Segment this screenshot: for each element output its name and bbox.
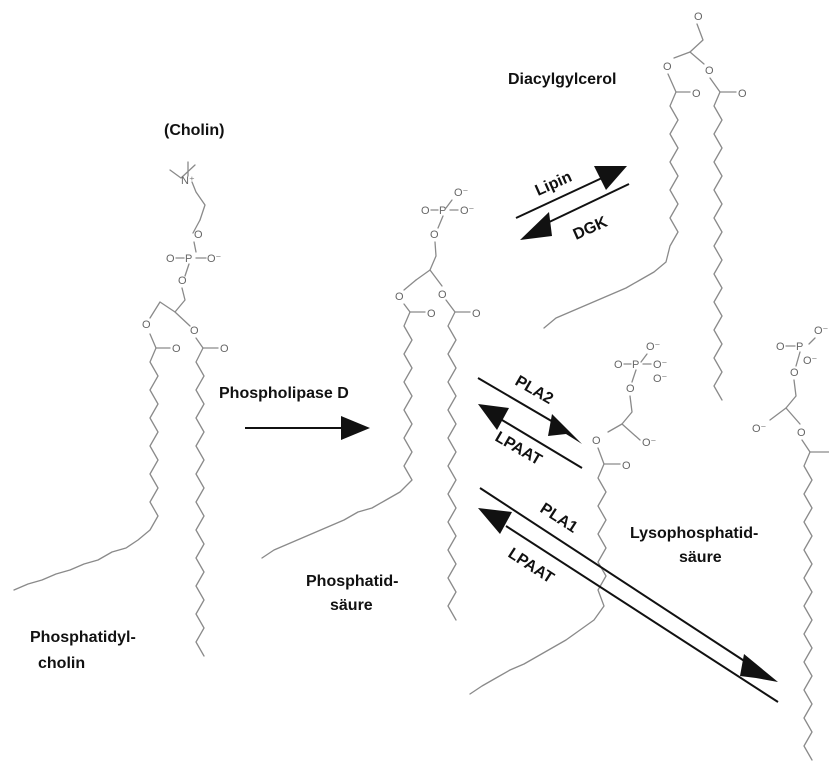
oxide-atom: O⁻	[653, 373, 668, 385]
oxygen-atom: O	[438, 289, 447, 301]
arrow-lpaat-lower	[478, 508, 779, 703]
lpaat-upper-label: LPAAT	[492, 429, 545, 469]
arrow-lpaat-upper	[478, 404, 583, 469]
phosphatidsaeure-structure: O⁻ O P O⁻ O O O O O	[261, 187, 481, 621]
oxygen-atom: O	[622, 460, 631, 472]
phosphorus-atom: P	[632, 359, 639, 371]
phosphatidylcholin-label-line1: Phosphatidyl-	[30, 629, 136, 646]
oxide-atom: O⁻	[814, 325, 829, 337]
diacylglycerol-structure: O O O O O	[543, 11, 747, 401]
phosphorus-atom: P	[439, 205, 446, 217]
oxygen-atom: O	[692, 88, 701, 100]
cholin-label: (Cholin)	[164, 122, 224, 139]
oxide-atom: O⁻	[803, 355, 818, 367]
oxygen-atom: O	[166, 253, 175, 265]
oxygen-atom: O	[172, 343, 181, 355]
oxygen-atom: O	[738, 88, 747, 100]
oxygen-atom: O	[178, 275, 187, 287]
phosphatidylcholin-label-line2: cholin	[38, 655, 85, 672]
lysophosphatid-right-structure: O⁻ O P O⁻ O O⁻ O	[752, 325, 829, 761]
arrow-pla2	[477, 377, 582, 444]
lipin-label: Lipin	[533, 169, 575, 200]
phosphatidylcholin-structure: N⁺ O P O O⁻ O O O O O	[13, 161, 229, 657]
arrow-phospholipase-d	[245, 416, 370, 440]
oxygen-atom: O	[614, 359, 623, 371]
oxide-atom: O⁻	[646, 341, 661, 353]
lysophosphatid-middle-structure: O⁻ O P O⁻ O⁻ O O⁻ O O	[469, 341, 668, 695]
oxide-atom: O⁻	[642, 437, 657, 449]
oxygen-atom: O	[776, 341, 785, 353]
phosphatidsaeure-label-line2: säure	[330, 597, 373, 614]
oxygen-atom: O	[592, 435, 601, 447]
lpaat-lower-label: LPAAT	[505, 545, 557, 587]
oxide-atom: O⁻	[752, 423, 767, 435]
oxygen-atom: O	[194, 229, 203, 241]
nitrogen-atom: N⁺	[181, 175, 195, 187]
oxygen-atom: O	[626, 383, 635, 395]
oxide-atom: O⁻	[454, 187, 469, 199]
arrow-lipin	[515, 166, 627, 219]
dgk-label: DGK	[571, 213, 611, 243]
phosphatidsaeure-label-line1: Phosphatid-	[306, 573, 398, 590]
oxygen-atom: O	[694, 11, 703, 23]
arrow-dgk	[520, 183, 630, 240]
diacylglycerol-label: Diacylgylcerol	[508, 71, 617, 88]
lysophosphatidsaeure-label-line1: Lysophosphatid-	[630, 525, 758, 542]
oxygen-atom: O	[395, 291, 404, 303]
phosphorus-atom: P	[185, 253, 192, 265]
oxygen-atom: O	[427, 308, 436, 320]
phospholipase-d-label: Phospholipase D	[219, 385, 349, 402]
oxygen-atom: O	[430, 229, 439, 241]
oxide-atom: O⁻	[460, 205, 475, 217]
oxygen-atom: O	[220, 343, 229, 355]
oxygen-atom: O	[663, 61, 672, 73]
phosphorus-atom: P	[796, 341, 803, 353]
oxide-atom: O⁻	[653, 359, 668, 371]
oxygen-atom: O	[705, 65, 714, 77]
oxygen-atom: O	[472, 308, 481, 320]
oxygen-atom: O	[790, 367, 799, 379]
oxygen-atom: O	[190, 325, 199, 337]
oxygen-atom: O	[421, 205, 430, 217]
lysophosphatidsaeure-label-line2: säure	[679, 549, 722, 566]
oxygen-atom: O	[797, 427, 806, 439]
oxide-atom: O⁻	[207, 253, 222, 265]
arrow-pla1	[479, 487, 778, 682]
oxygen-atom: O	[142, 319, 151, 331]
pla1-label: PLA1	[537, 500, 581, 537]
